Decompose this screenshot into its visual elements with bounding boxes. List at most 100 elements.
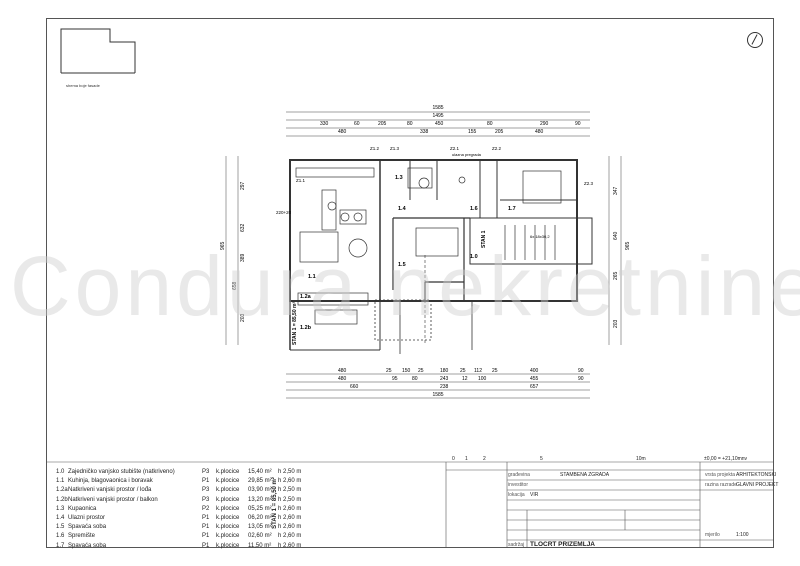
legend-area: 05,25 m² [248,505,272,512]
room-label: 1.6 [470,206,478,212]
scale-tick: 2 [483,456,486,462]
legend-area: 02,60 m² [248,533,272,540]
legend-kind: k.plocice [216,524,240,531]
legend-floor: P2 [202,505,210,512]
legend-height: h 2,60 m [278,533,302,540]
room-label: 1.7 [508,206,516,212]
sadrzaj-value: TLOCRT PRIZEMLJA [530,541,595,548]
legend-kind: k.plocice [216,478,240,485]
dim-bot-r1: 180 [440,368,449,374]
room-label: 1.0 [470,254,478,260]
legend-code: 1.7 [56,542,65,549]
scale-tick: 1 [465,456,468,462]
dim-left-inner: 203 [240,313,246,322]
dim-top-r3: 80 [407,121,413,127]
dim-top-r4: 480 [535,129,544,135]
room-label: 1.2a [300,294,312,300]
dim-bottom-total: 1585 [432,392,443,398]
dim-left-inner: 297 [240,181,246,190]
room-label: 1.2b [300,325,312,331]
plan-furniture [295,167,562,325]
dim-top-r4: 338 [420,129,429,135]
dim-bot-r2: 80 [412,376,418,382]
dim-top-r4: 480 [338,129,347,135]
dim-bot-r2: 480 [338,376,347,382]
dim-top-r3: 80 [487,121,493,127]
dim-left-inner: 632 [240,223,246,232]
dim-right-inner: 203 [613,319,619,328]
gradevina-label: građevina [508,472,530,478]
dim-top-r4: 155 [468,129,477,135]
lokacija-label: lokacija [508,492,525,498]
watermark: Condura nekretnine [10,239,800,333]
legend-code: 1.4 [56,514,65,521]
dim-left-outer: 965 [220,241,226,250]
window-label: Z2.2 [492,146,502,151]
legend-name: Kupaonica [68,505,97,512]
dim-bot-r3: 660 [350,384,359,390]
legend-floor: P3 [202,469,210,475]
dim-left-outer: 658 [232,281,238,290]
stan-entry-label: STAN 1 [481,230,487,248]
legend-name: Spavaća soba [68,524,107,531]
legend-height: h 2,50 m [278,496,302,503]
dim-top-r3: 90 [575,121,581,127]
legend-code: 1.2b [56,496,68,503]
dim-bot-r1: 90 [578,368,584,374]
stan-area-vertical: STAN 1 = 85,50 m² [292,302,298,345]
legend-name: Natkriveni vanjski prostor / lođa [68,487,152,494]
dim-top-total: 1585 [432,105,443,111]
dim-bot-r2: 455 [530,376,539,382]
dim-top-r3: 205 [378,121,387,127]
legend-floor: P1 [202,533,210,540]
drawing-sheet-frame [46,18,774,548]
legend-area: 03,90 m² [248,487,272,494]
gradevina-value: STAMBENA ZGRADA [560,472,610,478]
dim-bot-r1: 25 [418,368,424,374]
legend-kind: k.plocice [216,505,240,512]
stairs-note: 6x 18x30,2 [530,234,550,239]
legend-height: h 2,50 m [278,487,302,494]
dim-left-inner: 389 [240,253,246,262]
dim-bot-r1: 25 [460,368,466,374]
legend-height: h 2,60 m [278,478,302,485]
dim-bot-r1: 25 [386,368,392,374]
legend-kind: k.plocice [216,469,240,475]
razina-label: razina razrade [705,482,737,488]
dim-bot-r1: 112 [474,368,482,374]
dim-bot-r2: 12 [462,376,468,382]
north-arrow-icon [747,32,763,48]
sill-height: 220+20 [276,210,292,215]
legend-kind: k.plocice [216,496,240,503]
legend-height: h 2,60 m [278,505,302,512]
legend-code: 1.1 [56,478,65,485]
dim-bot-r1: 400 [530,368,539,374]
dim-top-second: 1495 [432,113,443,119]
dim-bot-r2: 243 [440,376,449,382]
legend-name: Natkriveni vanjski prostor / balkon [68,496,158,503]
legend-code: 1.3 [56,505,65,512]
dim-bot-r2: 95 [392,376,398,382]
plan-walls [289,159,593,351]
legend-name: Kuhinja, blagovaonica i boravak [68,478,153,485]
razina-value: GLAVNI PROJEKT [736,482,779,488]
legend-code: 1.2a [56,487,68,494]
dim-top-r3: 60 [354,121,360,127]
legend-total-text: STAN 1 = 85,50 m² [271,477,278,529]
window-label: Z1.1 [296,178,306,183]
mjerilo-label: mjerilo [705,532,720,538]
legend-area: 06,20 m² [248,514,272,521]
legend-kind: k.plocice [216,487,240,494]
window-label: Z2.1 [450,146,460,151]
dim-right-inner: 640 [613,231,619,240]
legend-code: 1.5 [56,524,65,531]
dim-top-r3: 290 [540,121,549,127]
legend-area: 15,40 m² [248,469,272,475]
legend-kind: k.plocice [216,542,240,549]
legend-floor: P3 [202,487,210,494]
scale-tick: 5 [540,456,543,462]
legend-area: 29,85 m² [248,478,272,485]
dim-top-r3: 450 [435,121,444,127]
legend-code: 1.6 [56,533,65,540]
room-label: 1.5 [398,262,406,268]
